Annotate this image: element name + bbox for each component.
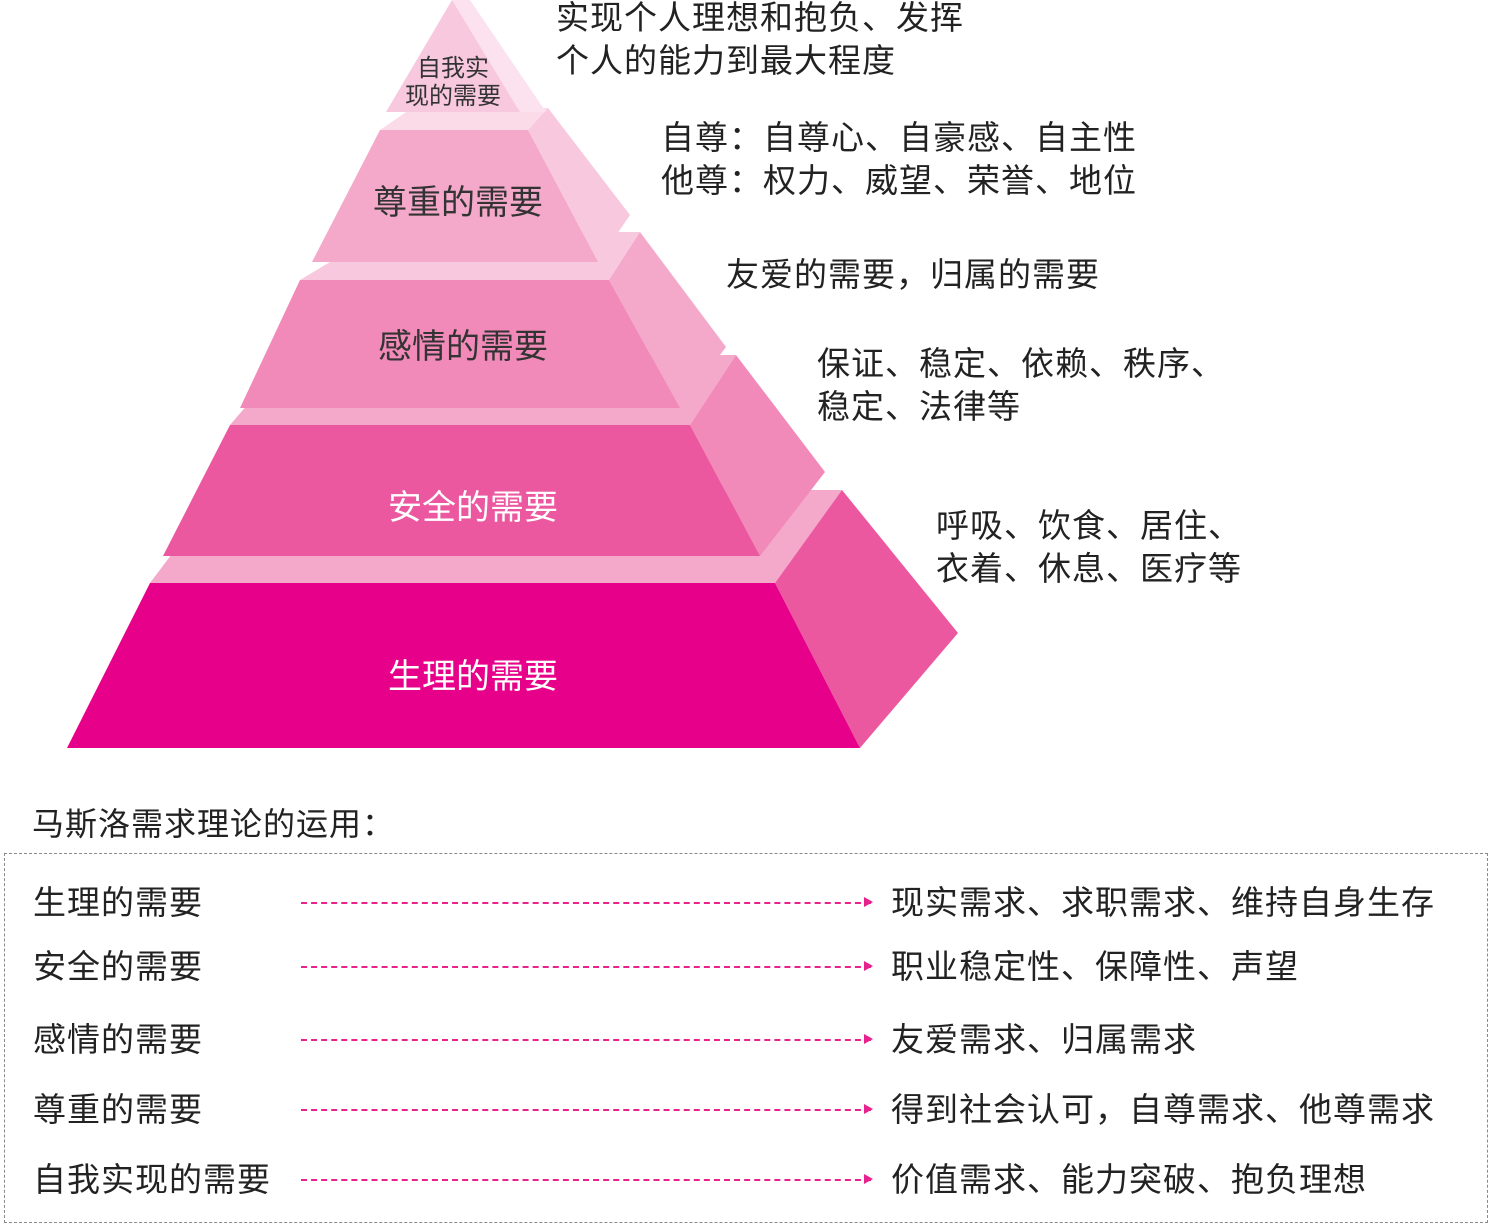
application-result: 得到社会认可，自尊需求、他尊需求 [891, 1090, 1435, 1129]
tier-self-actualization-front-face [386, 0, 520, 112]
tier-esteem-label: 尊重的需要 [373, 183, 543, 223]
application-need: 感情的需要 [33, 1020, 203, 1059]
application-row: 尊重的需要 得到社会认可，自尊需求、他尊需求 [5, 1085, 1487, 1135]
description-line: 呼吸、饮食、居住、 [936, 506, 1242, 545]
applications-title: 马斯洛需求理论的运用： [32, 805, 396, 843]
application-row: 感情的需要 友爱需求、归属需求 [5, 1015, 1487, 1065]
dashed-arrow-icon [301, 897, 873, 907]
description-line: 个人的能力到最大程度 [556, 41, 896, 80]
tier-love-label: 感情的需要 [378, 327, 548, 367]
tier-physiological-front-face [67, 583, 860, 748]
application-need: 尊重的需要 [33, 1090, 203, 1129]
tier-love-front-face [240, 280, 680, 408]
tier-safety-front-face [163, 425, 760, 556]
tier-esteem-top-face [380, 108, 548, 130]
tier-love-side-face [609, 232, 726, 408]
description-line: 保证、稳定、依赖、秩序、 [817, 344, 1225, 383]
application-result: 价值需求、能力突破、抱负理想 [891, 1160, 1367, 1199]
dashed-arrow-icon [301, 961, 873, 971]
physiological-description: 呼吸、饮食、居住、 衣着、休息、医疗等 [936, 504, 1242, 590]
tier-safety-label: 安全的需要 [388, 488, 558, 528]
applications-box: 生理的需要 现实需求、求职需求、维持自身生存 安全的需要 职业稳定性、保障性、声… [4, 853, 1488, 1223]
description-line: 稳定、法律等 [817, 387, 1021, 426]
application-result: 友爱需求、归属需求 [891, 1020, 1197, 1059]
pyramid-tier-esteem: 尊重的需要 [312, 108, 630, 262]
description-line: 实现个人理想和抱负、发挥 [556, 0, 964, 37]
application-row: 自我实现的需要 价值需求、能力突破、抱负理想 [5, 1155, 1487, 1205]
description-line: 自尊：自尊心、自豪感、自主性 [661, 118, 1137, 157]
tier-esteem-front-face [312, 130, 598, 262]
tier-self-actualization-side-face [452, 0, 546, 112]
tier-physiological-side-face [775, 490, 958, 748]
description-line: 友爱的需要，归属的需要 [726, 255, 1100, 294]
pyramid-tier-self-actualization: 自我实 现的需要 [386, 0, 546, 112]
tier-self-actualization-label-line-2: 现的需要 [405, 82, 501, 110]
application-result: 现实需求、求职需求、维持自身生存 [891, 883, 1435, 922]
application-row: 生理的需要 现实需求、求职需求、维持自身生存 [5, 878, 1487, 928]
tier-esteem-side-face [528, 108, 630, 262]
dashed-arrow-icon [301, 1034, 873, 1044]
love-description: 友爱的需要，归属的需要 [726, 253, 1100, 296]
dashed-arrow-icon [301, 1104, 873, 1114]
tier-safety-side-face [690, 355, 825, 556]
tier-physiological-label: 生理的需要 [388, 657, 558, 697]
application-need: 自我实现的需要 [33, 1160, 271, 1199]
safety-description: 保证、稳定、依赖、秩序、 稳定、法律等 [817, 342, 1225, 428]
self-actualization-description: 实现个人理想和抱负、发挥 个人的能力到最大程度 [556, 0, 964, 82]
description-line: 衣着、休息、医疗等 [936, 549, 1242, 588]
description-line: 他尊：权力、威望、荣誉、地位 [661, 161, 1137, 200]
esteem-description: 自尊：自尊心、自豪感、自主性 他尊：权力、威望、荣誉、地位 [661, 116, 1137, 202]
application-result: 职业稳定性、保障性、声望 [891, 947, 1299, 986]
dashed-arrow-icon [301, 1174, 873, 1184]
application-row: 安全的需要 职业稳定性、保障性、声望 [5, 942, 1487, 992]
tier-self-actualization-label-line-1: 自我实 [417, 54, 489, 82]
application-need: 安全的需要 [33, 947, 203, 986]
maslow-pyramid: 生理的需要 安全的需要 感情的需要 尊重的需要 自我实 现的需要 [67, 0, 958, 748]
application-need: 生理的需要 [33, 883, 203, 922]
